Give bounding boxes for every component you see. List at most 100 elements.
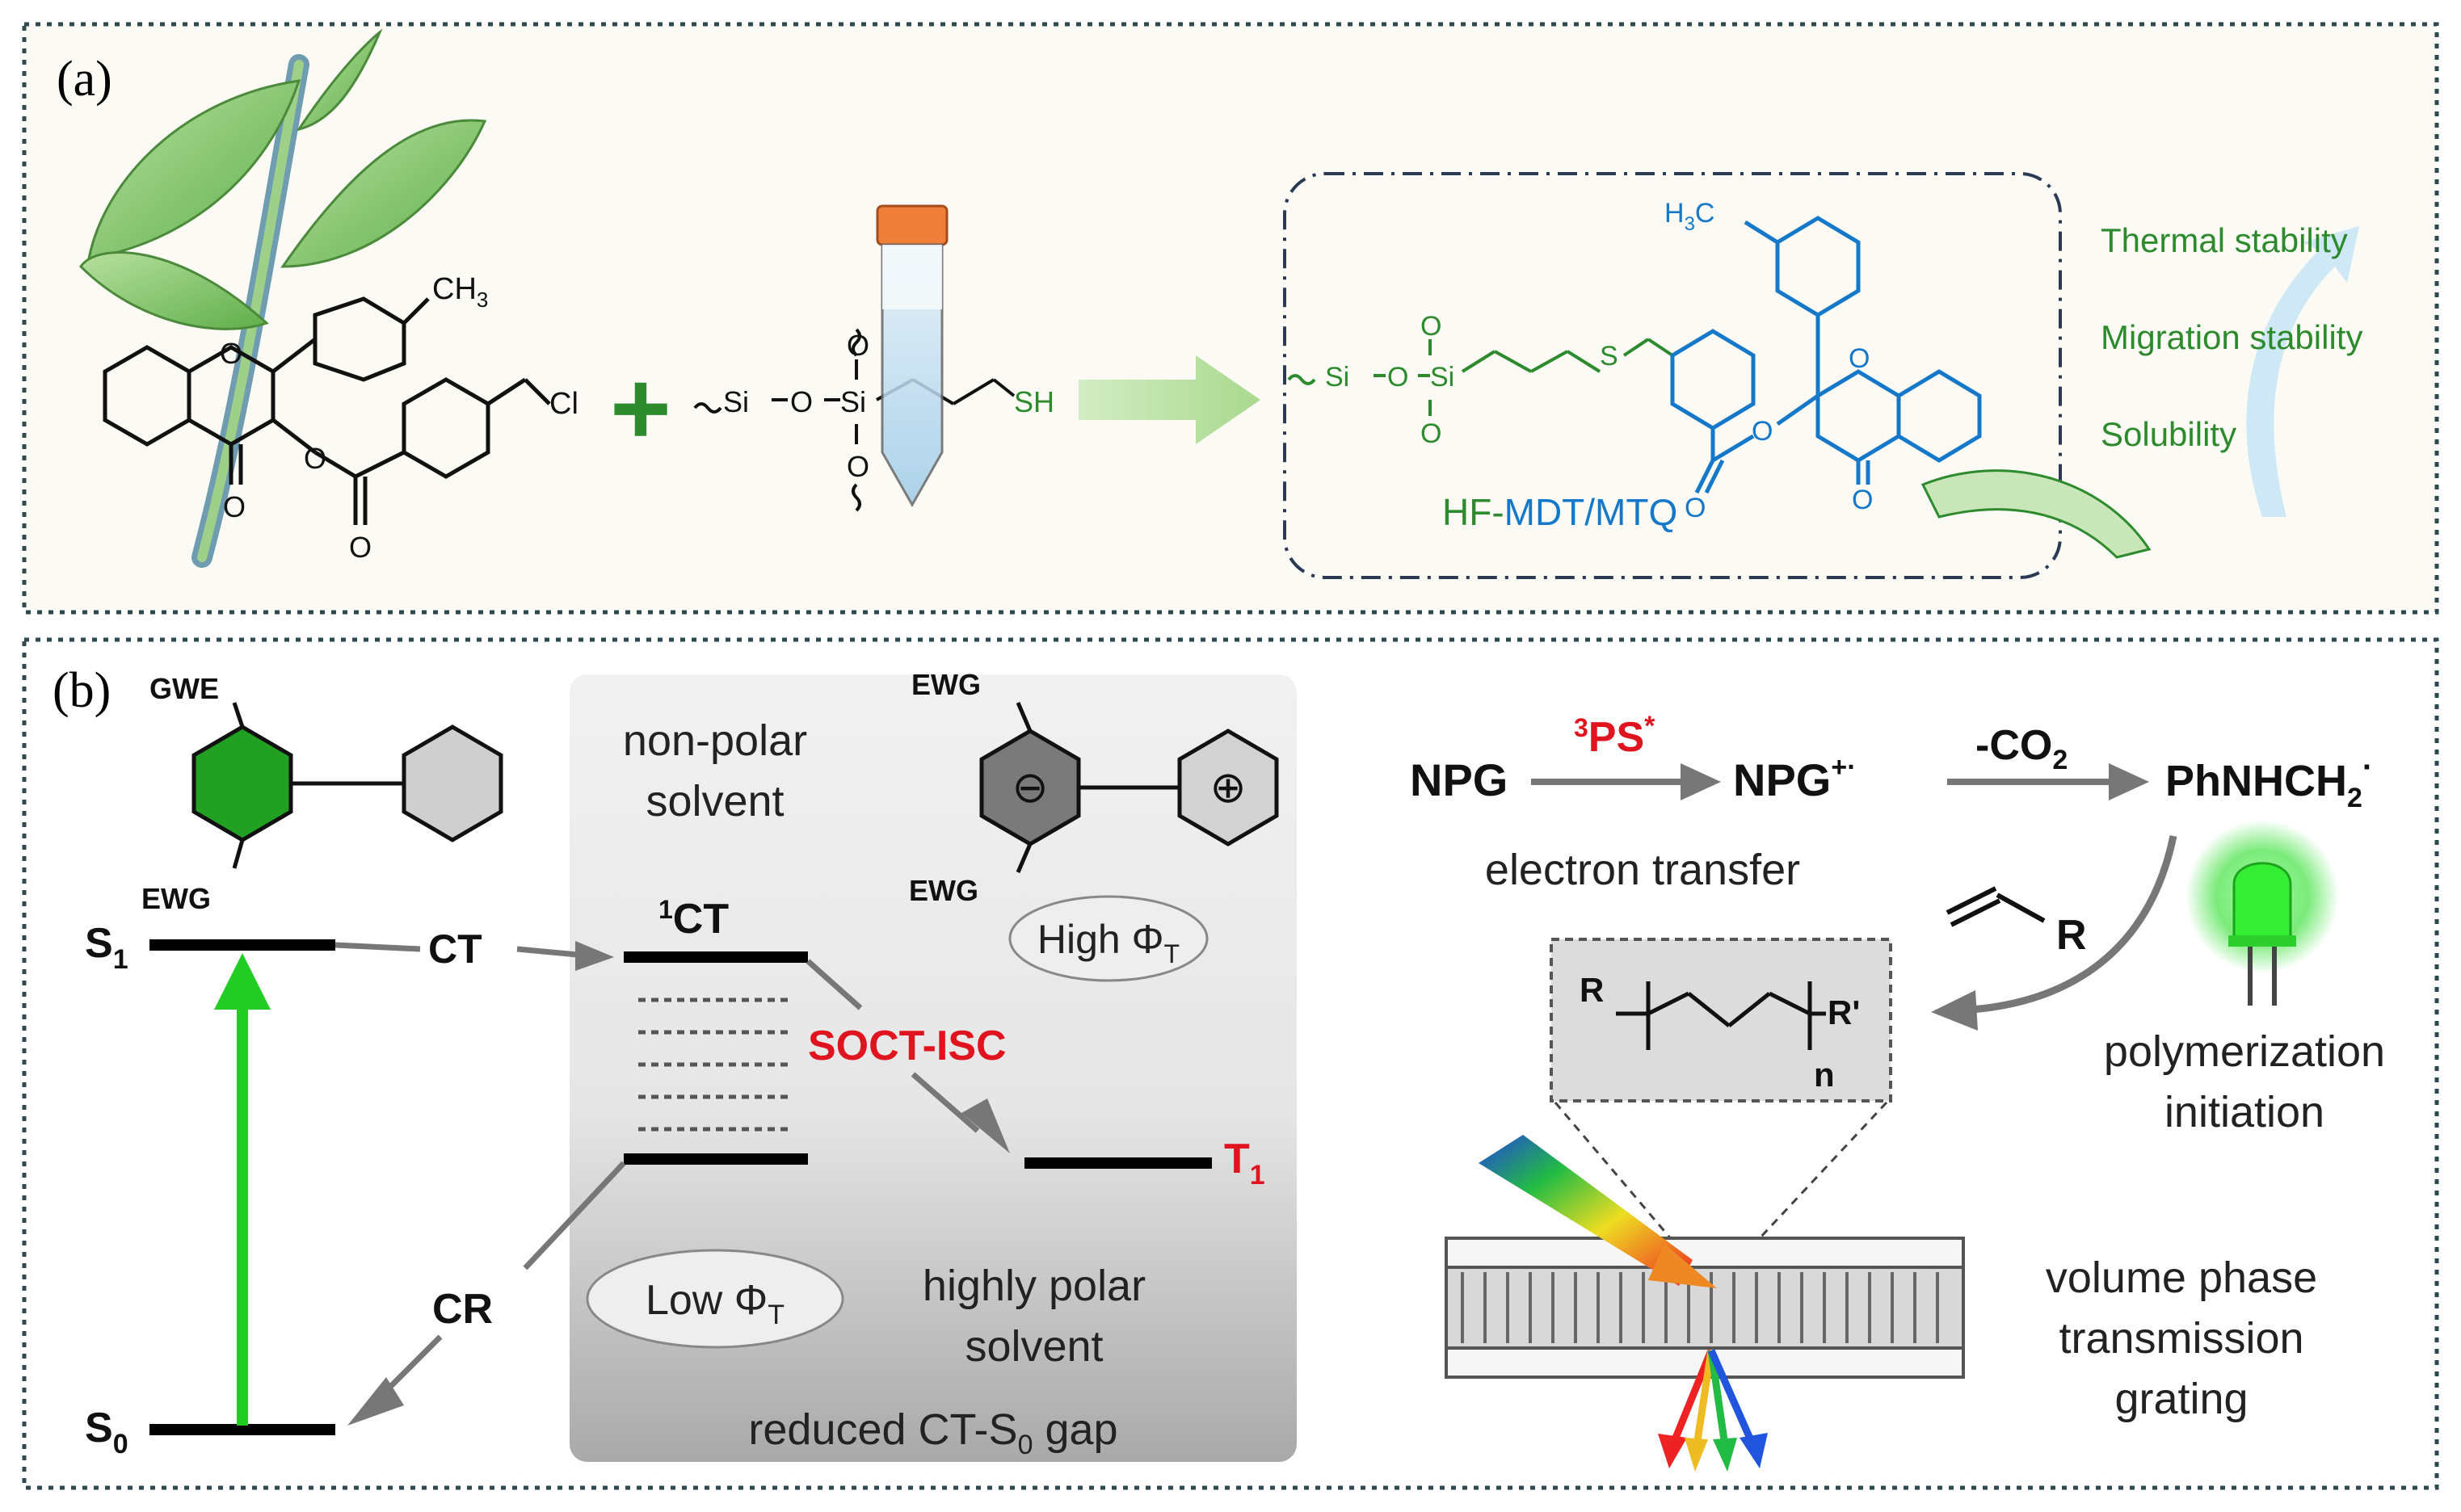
link-oxygen-label: O: [790, 385, 813, 418]
product-silicon-1-label: Si: [1325, 362, 1349, 393]
panel-a-label: (a): [57, 52, 112, 107]
panel-b: (b) GWE EWG S1 S0 CT 1CT: [22, 637, 2439, 1490]
zoom-line-left: [1554, 1102, 1714, 1289]
property-thermal: Thermal stability: [2101, 221, 2348, 259]
product-sulfur-label: S: [1600, 341, 1618, 372]
npg-radical-label: NPG+·: [1733, 752, 1857, 805]
monomer-r-label: R: [2056, 912, 2087, 959]
initiation-arrow: [1971, 835, 2177, 1014]
improvement-arrow: [2246, 226, 2359, 517]
incoming-beam-head: [1648, 1244, 1717, 1288]
vinyl-monomer: [1946, 886, 2046, 927]
red-beam-head: [1658, 1434, 1687, 1468]
thiol-label: SH: [1014, 385, 1054, 418]
ester-oxygen-label: O: [304, 442, 326, 475]
product-carbonyl-oxygen-label: O: [1685, 493, 1706, 523]
ct-arrow-right: [516, 946, 578, 958]
charge-separated-molecule: [979, 702, 1279, 873]
gwe-label: GWE: [149, 672, 219, 705]
polymer-chain: [1616, 981, 1826, 1050]
property-migration: Migration stability: [2101, 318, 2362, 356]
donor-acceptor-left: [191, 702, 503, 869]
nonpolar-line-2: solvent: [646, 777, 784, 825]
low-phi-ellipse: [586, 1249, 844, 1349]
top-oxygen-label: O: [847, 329, 869, 362]
led-illustration: [2185, 820, 2339, 1006]
initiation-arrowhead: [1931, 990, 1978, 1031]
reduced-gap-label: reduced CT-S0 gap: [748, 1405, 1117, 1460]
ewg-top-label: EWG: [911, 668, 981, 701]
product-silicone: [1287, 338, 1674, 416]
cl-label: Cl: [549, 387, 578, 421]
silicon-2-label: Si: [840, 385, 866, 418]
ring-oxygen-label: O: [220, 337, 242, 370]
product-silicon-2-label: Si: [1430, 362, 1454, 393]
decarboxylation-arrowhead: [2109, 763, 2149, 800]
product-name: HF-MDT/MTQ: [1442, 491, 1677, 533]
plus-charge: ⊕: [1209, 763, 1246, 812]
product-link-oxygen-label: O: [1387, 362, 1408, 393]
grating-illustration: [1445, 1237, 1965, 1379]
product-bottom-oxygen-label: O: [1420, 418, 1441, 449]
grating-line-3: grating: [2114, 1375, 2248, 1423]
polymer-r-prime-label: R': [1828, 993, 1860, 1031]
co2-label: -CO2: [1975, 722, 2068, 775]
ct-label: CT: [428, 926, 482, 972]
electron-transfer-label: electron transfer: [1485, 846, 1800, 894]
carbonyl-oxygen-label: O: [349, 531, 372, 564]
cr-label: CR: [432, 1286, 493, 1333]
ct-arrow-left: [334, 942, 421, 952]
silicon-1-label: Si: [723, 385, 749, 418]
product-flavone: [1670, 216, 1982, 494]
high-phi-label: High ΦT: [1037, 917, 1180, 968]
s0-label: S0: [85, 1405, 128, 1460]
photosensitizer-label: 3PS*: [1574, 711, 1655, 761]
tube-illustration: [876, 204, 949, 508]
ewg-bottom-label: EWG: [909, 874, 978, 907]
polymerization-line-1: polymerization: [2104, 1027, 2385, 1076]
minus-charge: ⊖: [1012, 763, 1048, 812]
product-box: [1283, 172, 2062, 579]
green-beam-head: [1713, 1438, 1737, 1472]
polymer-n-label: n: [1814, 1056, 1835, 1094]
highly-polar-line-1: highly polar: [923, 1262, 1146, 1310]
flavone-molecule: [103, 296, 551, 525]
ct-arrowhead: [575, 941, 614, 971]
soct-isc-arrow-lower: [911, 1072, 980, 1133]
product-ketone-oxygen-label: O: [1852, 485, 1873, 515]
ps-arrowhead: [1681, 763, 1721, 800]
ewg-left-label: EWG: [141, 882, 211, 915]
bottom-oxygen-label: O: [847, 450, 869, 483]
t1-label: T1: [1224, 1136, 1265, 1191]
product-methyl-label: H3C: [1664, 198, 1714, 235]
diffracted-beams: [1668, 1349, 1757, 1447]
blue-beam-head: [1740, 1433, 1768, 1468]
grating-line-2: transmission: [2059, 1314, 2303, 1363]
product-ester-oxygen-label: O: [1752, 416, 1773, 447]
soct-isc-arrow-upper: [806, 959, 863, 1010]
yellow-beam-head: [1685, 1438, 1708, 1472]
low-phi-label: Low ΦT: [646, 1277, 785, 1330]
radical-product-label: PhNHCH2·: [2165, 750, 2373, 813]
highly-polar-line-2: solvent: [965, 1322, 1103, 1371]
panel-b-label: (b): [53, 663, 111, 718]
soct-isc-label: SOCT-ISC: [808, 1023, 1007, 1069]
polymerization-line-2: initiation: [2164, 1088, 2324, 1136]
ct1-label: 1CT: [658, 895, 729, 943]
property-solubility: Solubility: [2101, 415, 2236, 453]
incoming-light-beam: [1479, 1135, 1693, 1286]
product-ring-oxygen-label: O: [1849, 343, 1870, 374]
plus-sign: +: [610, 349, 671, 467]
soct-isc-arrowhead: [961, 1098, 1010, 1153]
ketone-oxygen-label: O: [223, 490, 246, 523]
high-phi-ellipse: [1008, 895, 1209, 982]
nonpolar-line-1: non-polar: [623, 716, 807, 765]
green-swoosh: [1920, 469, 2152, 559]
reaction-arrow: [1079, 355, 1260, 444]
product-top-oxygen-label: O: [1420, 311, 1441, 342]
polymer-r-label: R: [1580, 971, 1604, 1009]
s1-label: S1: [85, 920, 128, 975]
cr-arrowhead: [347, 1377, 404, 1426]
cr-arrow-upper: [523, 1161, 626, 1270]
